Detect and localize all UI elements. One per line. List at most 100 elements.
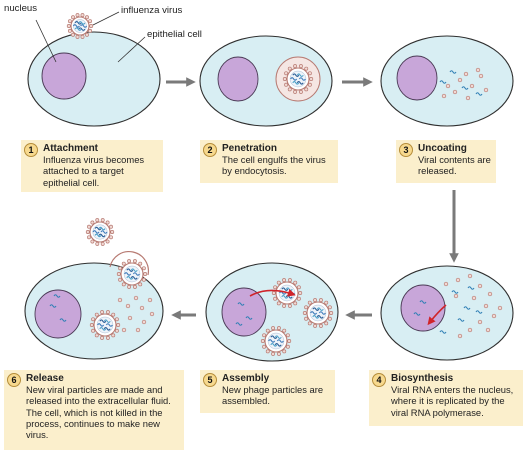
- nucleus-5: [221, 287, 267, 337]
- capsid-particle-icon: [477, 319, 483, 325]
- rna-fragment-icon: [53, 294, 61, 298]
- step-number: 3: [399, 143, 413, 157]
- rna-fragment-icon: [451, 290, 459, 294]
- rna-fragment-icon: [419, 300, 427, 304]
- capsid-particle-icon: [139, 305, 145, 311]
- virus-particle-icon: [260, 326, 292, 356]
- capsid-particle-icon: [149, 311, 155, 317]
- step-box-biosynthesis: 4 Biosynthesis Viral RNA enters the nucl…: [369, 370, 523, 426]
- step-description: The cell engulfs the virus by endocytosi…: [222, 154, 326, 177]
- capsid-particle-icon: [141, 319, 147, 325]
- rna-fragment-icon: [439, 330, 447, 334]
- step-title: Penetration: [222, 143, 278, 154]
- rna-fragment-icon: [449, 70, 457, 74]
- rna-fragment-icon: [237, 302, 245, 306]
- capsid-particle-icon: [135, 327, 141, 333]
- step-title: Attachment: [43, 143, 99, 154]
- step-box-release: 6 Release New viral particles are made a…: [4, 370, 184, 450]
- label-nucleus: nucleus: [4, 3, 38, 14]
- nucleus-6: [34, 289, 82, 339]
- rna-fragment-icon: [475, 310, 483, 314]
- step-number: 1: [24, 143, 38, 157]
- capsid-particle-icon: [457, 333, 463, 339]
- label-influenza-virus: influenza virus: [121, 5, 183, 16]
- capsid-particle-icon: [443, 281, 449, 287]
- step-title: Biosynthesis: [391, 373, 454, 384]
- step-number: 5: [203, 373, 217, 387]
- capsid-particle-icon: [483, 87, 489, 93]
- capsid-particle-icon: [471, 295, 477, 301]
- rna-fragment-icon: [463, 306, 471, 310]
- capsid-particle-icon: [452, 89, 458, 95]
- capsid-particle-icon: [147, 297, 153, 303]
- virus-particle-icon: [282, 64, 314, 94]
- step-box-uncoating: 3 Uncoating Viral contents are released.: [396, 140, 496, 183]
- epithelial-pointer: [117, 36, 146, 63]
- capsid-particle-icon: [455, 277, 461, 283]
- step-number: 2: [203, 143, 217, 157]
- step-number: 4: [372, 373, 386, 387]
- virus-particle-icon: [302, 298, 334, 328]
- capsid-particle-icon: [441, 93, 447, 99]
- capsid-particle-icon: [478, 73, 484, 79]
- capsid-particle-icon: [453, 293, 459, 299]
- rna-fragment-icon: [235, 322, 243, 326]
- capsid-particle-icon: [445, 83, 451, 89]
- step-box-penetration: 2 Penetration The cell engulfs the virus…: [200, 140, 338, 183]
- label-epithelial-cell: epithelial cell: [147, 29, 202, 40]
- virus-particle-icon: [116, 259, 148, 289]
- rna-fragment-icon: [467, 286, 475, 290]
- rna-fragment-icon: [413, 312, 421, 316]
- nucleus-4: [400, 284, 446, 332]
- virus-particle-icon: [89, 310, 121, 340]
- capsid-particle-icon: [457, 77, 463, 83]
- capsid-particle-icon: [475, 67, 481, 73]
- rna-fragment-icon: [475, 92, 483, 96]
- step-title: Release: [26, 373, 64, 384]
- membrane-bud: [109, 251, 150, 276]
- step-description: New phage particles are assembled.: [222, 384, 324, 407]
- capsid-particle-icon: [133, 295, 139, 301]
- capsid-particle-icon: [465, 95, 471, 101]
- step-title: Assembly: [222, 373, 270, 384]
- capsid-particle-icon: [487, 291, 493, 297]
- nucleus-2: [217, 56, 259, 102]
- capsid-particle-icon: [463, 71, 469, 77]
- virus-particle-icon: [85, 218, 115, 246]
- step-title: Uncoating: [418, 143, 467, 154]
- nucleus-3: [396, 55, 438, 101]
- rna-fragment-icon: [457, 318, 465, 322]
- rna-fragment-icon: [59, 318, 67, 322]
- rna-import-arrow: [427, 304, 447, 326]
- capsid-particle-icon: [485, 327, 491, 333]
- cell-stage-5: [205, 262, 339, 362]
- step-description: New viral particles are made and release…: [26, 384, 171, 441]
- cell-stage-4: [380, 265, 514, 361]
- step-description: Viral RNA enters the nucleus, where it i…: [391, 384, 514, 418]
- virus-pointer: [92, 11, 120, 26]
- capsid-particle-icon: [467, 327, 473, 333]
- rna-fragment-icon: [49, 304, 57, 308]
- step-description: Viral contents are released.: [418, 154, 491, 177]
- capsid-particle-icon: [127, 315, 133, 321]
- rna-fragment-icon: [245, 316, 253, 320]
- step-number: 6: [7, 373, 21, 387]
- rna-export-arrow: [249, 288, 296, 297]
- virus-particle-icon: [66, 13, 94, 39]
- capsid-particle-icon: [477, 283, 483, 289]
- capsid-particle-icon: [125, 303, 131, 309]
- capsid-particle-icon: [121, 327, 127, 333]
- step-box-attachment: 1 Attachment Influenza virus becomes att…: [21, 140, 163, 192]
- capsid-particle-icon: [497, 305, 503, 311]
- step-description: Influenza virus becomes attached to a ta…: [43, 154, 145, 188]
- nucleus-1: [41, 52, 87, 100]
- capsid-particle-icon: [483, 303, 489, 309]
- rna-fragment-icon: [461, 86, 469, 90]
- capsid-particle-icon: [469, 83, 475, 89]
- step-box-assembly: 5 Assembly New phage particles are assem…: [200, 370, 335, 413]
- capsid-particle-icon: [491, 313, 497, 319]
- nucleus-pointer: [35, 19, 57, 63]
- capsid-particle-icon: [117, 297, 123, 303]
- capsid-particle-icon: [467, 273, 473, 279]
